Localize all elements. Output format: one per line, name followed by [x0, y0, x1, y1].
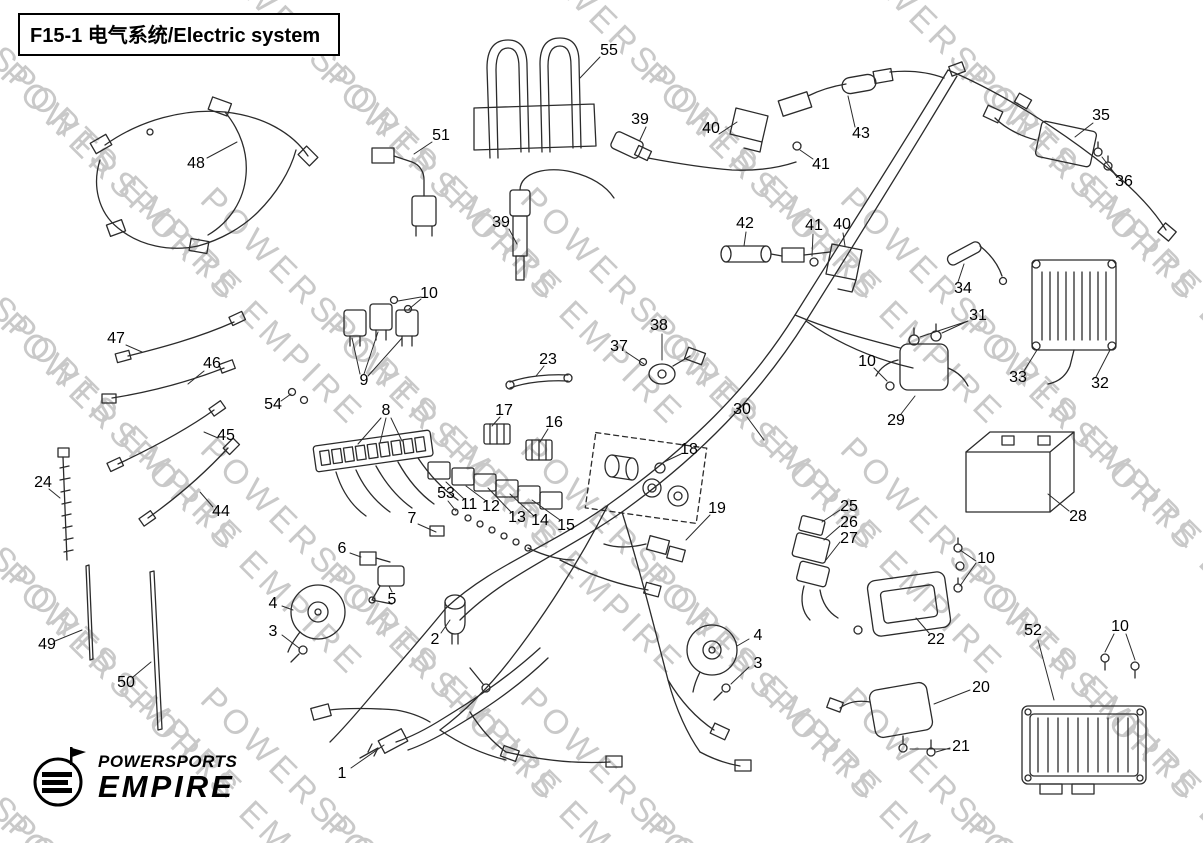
brand-name-bottom: EMPIRE [98, 769, 235, 805]
sparkplug-coil-39b-drawing [509, 169, 615, 281]
bracket-23-drawing [505, 373, 573, 390]
relay-5-6-drawing [359, 551, 405, 605]
battery-28-drawing [965, 431, 1075, 513]
controller-52-drawing [1021, 653, 1147, 795]
horn-right-3-4-drawing [686, 624, 738, 701]
part-34-drawing [946, 241, 1008, 286]
brand-text: POWERSPORTS EMPIRE [98, 752, 238, 805]
brand-name-top: POWERSPORTS [98, 752, 238, 772]
brand-emblem-icon [33, 747, 86, 807]
rods-49-50-drawing [85, 564, 163, 731]
connector-blocks-11-16-drawing [427, 423, 575, 561]
part-51-drawing [371, 147, 437, 237]
coil-mid-42-41-40-drawing [720, 243, 863, 293]
part-35-36-drawing [982, 104, 1113, 171]
cables-44-47-drawing [101, 310, 309, 527]
relays-9-10-drawing [343, 295, 419, 347]
sensor-37-38-drawing [638, 346, 707, 385]
harness-48-drawing [89, 96, 319, 255]
horn-left-3-4-drawing [287, 584, 346, 663]
callout-leader-lines [48, 56, 1136, 769]
key-switch-2-drawing [444, 594, 466, 645]
brand-logo: POWERSPORTS EMPIRE [28, 745, 237, 809]
connector-19-drawing [603, 535, 686, 563]
coil-top-40-43-41-drawing [729, 67, 945, 153]
coil-20-21-drawing [826, 681, 936, 757]
part-55-drawing [473, 37, 597, 159]
sparkplug-1-harness-drawing [310, 647, 731, 768]
ecu-22-drawing [853, 537, 965, 637]
regulator-32-33-drawing [1031, 259, 1117, 385]
fusebox-8-drawing [312, 429, 459, 517]
main-harness-drawing [329, 61, 1177, 772]
page-title: F15-1 电气系统/Electric system [30, 25, 321, 47]
title-box: F15-1 电气系统/Electric system [18, 13, 341, 56]
fuse-assembly-25-27-drawing [791, 515, 839, 621]
starter-relay-29-31-drawing [875, 323, 969, 391]
cable-tie-24-drawing [57, 447, 74, 561]
grommets-18-drawing [584, 431, 708, 525]
sparkplug-cap-39a-drawing [610, 131, 797, 171]
